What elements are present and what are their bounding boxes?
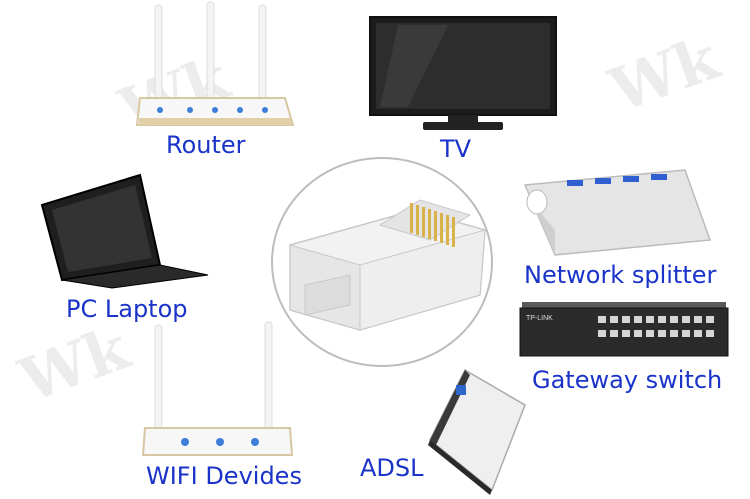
laptop-label: PC Laptop [66, 295, 188, 323]
laptop-icon [30, 170, 210, 290]
rj45-connector-icon [270, 155, 495, 370]
router-label: Router [166, 131, 246, 159]
network-switch-icon: TP-LINK [518, 300, 730, 360]
adsl-modem-icon [420, 365, 530, 495]
tv-label: TV [440, 135, 472, 163]
wifi-label: WIFI Devides [146, 462, 302, 490]
usb-hub-icon [515, 160, 715, 260]
watermark: Wk [11, 313, 138, 417]
router-icon [135, 0, 295, 135]
switch-label: Gateway switch [532, 366, 723, 394]
splitter-label: Network splitter [524, 261, 717, 289]
watermark: Wk [601, 23, 728, 127]
switch-brand: TP-LINK [526, 315, 553, 322]
adsl-label: ADSL [360, 454, 424, 482]
wifi-router-icon [140, 320, 295, 460]
tv-icon [368, 15, 558, 135]
